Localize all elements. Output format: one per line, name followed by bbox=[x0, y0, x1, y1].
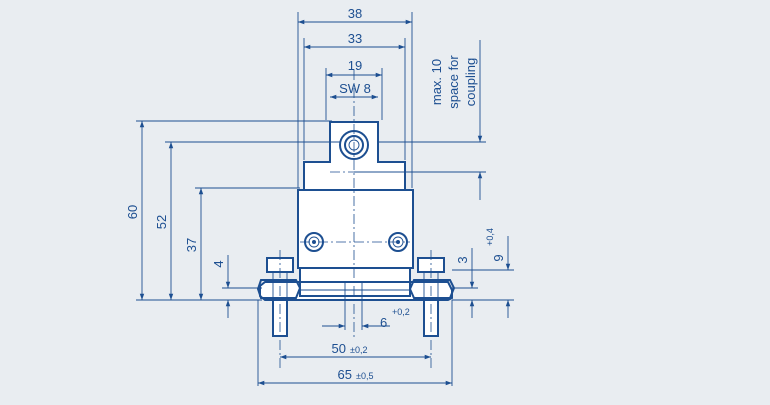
dim-33-label: 33 bbox=[348, 31, 362, 46]
dim-60-label: 60 bbox=[125, 205, 140, 219]
dim-9-label: 9 bbox=[491, 254, 506, 261]
right-clamp bbox=[408, 257, 456, 337]
dim-9-tolerance: +0,4 bbox=[485, 228, 495, 246]
dim-65-tolerance: ±0,5 bbox=[356, 371, 373, 381]
dim-65-label: 65 bbox=[338, 367, 352, 382]
main-body bbox=[297, 189, 414, 269]
dim-38-label: 38 bbox=[348, 6, 362, 21]
dim-sw8-label: SW 8 bbox=[339, 81, 371, 96]
note-line-1: max. 10 bbox=[429, 59, 444, 105]
flange-insert bbox=[299, 281, 411, 297]
dim-19-label: 19 bbox=[348, 58, 362, 73]
dim-37-label: 37 bbox=[184, 238, 199, 252]
dim-50-tolerance: ±0,2 bbox=[350, 345, 367, 355]
note-line-2: space for bbox=[446, 55, 461, 109]
dim-6-label: 6 bbox=[380, 315, 387, 330]
dim-50-label: 50 bbox=[332, 341, 346, 356]
dim-52-label: 52 bbox=[154, 215, 169, 229]
dim-6-tolerance: +0,2 bbox=[392, 307, 410, 317]
dim-4-label: 4 bbox=[211, 260, 226, 267]
note-line-3: coupling bbox=[463, 58, 478, 106]
left-clamp bbox=[256, 257, 302, 337]
dimension-labels: 38 33 19 SW 8 60 52 37 4 max. 10 space f… bbox=[125, 6, 506, 382]
dimension-lines bbox=[139, 19, 511, 386]
dim-3-label: 3 bbox=[455, 256, 470, 263]
center-lines bbox=[279, 70, 432, 370]
